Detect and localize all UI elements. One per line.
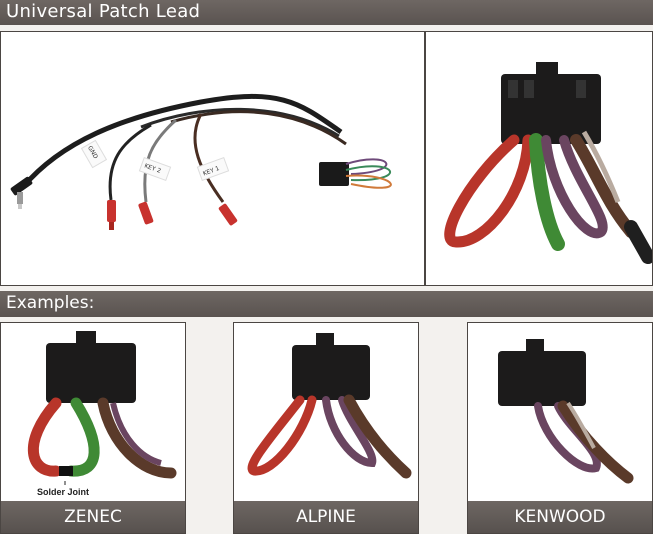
examples-title: Examples: xyxy=(6,293,95,313)
connector-photo xyxy=(425,31,653,286)
connector-illustration xyxy=(444,62,652,264)
example-alpine: ALPINE xyxy=(233,322,419,534)
page-title: Universal Patch Lead xyxy=(6,1,201,22)
red-pin-key1 xyxy=(218,203,238,226)
red-pin-key2 xyxy=(138,201,154,225)
example-kenwood: KENWOOD xyxy=(467,322,653,534)
red-pin-gnd xyxy=(107,200,116,230)
examples-bar: Examples: xyxy=(0,291,653,317)
alpine-connector-illustration xyxy=(247,333,412,479)
example-caption-kenwood: KENWOOD xyxy=(468,501,652,533)
zenec-connector-illustration: Solder Joint xyxy=(27,331,177,497)
solder-joint-label: Solder Joint xyxy=(37,487,89,497)
example-caption-zenec: ZENEC xyxy=(1,501,185,533)
title-bar: Universal Patch Lead xyxy=(0,0,653,25)
kenwood-connector-illustration xyxy=(498,339,634,484)
example-caption-alpine: ALPINE xyxy=(234,501,418,533)
patch-lead-photo: GND KEY 2 KEY 1 xyxy=(0,31,425,286)
example-zenec: Solder Joint ZENEC xyxy=(0,322,186,534)
patch-lead-illustration: GND KEY 2 KEY 1 xyxy=(10,93,392,230)
iso-connector xyxy=(319,162,349,186)
